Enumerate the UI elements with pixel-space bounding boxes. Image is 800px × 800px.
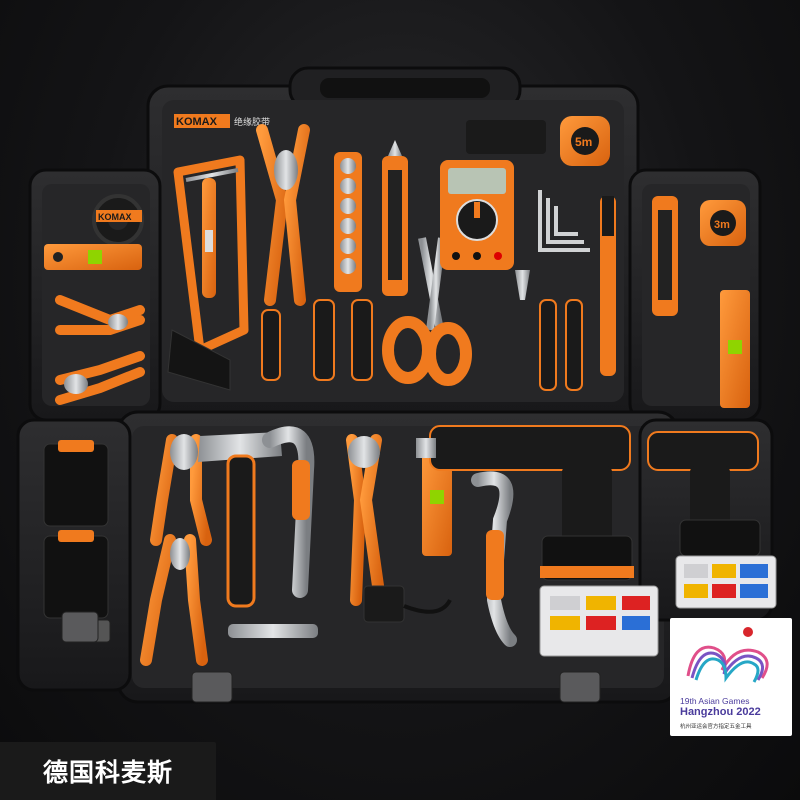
asian-games-city: Hangzhou 2022: [680, 706, 761, 718]
long-nose-pliers-lower: [140, 534, 208, 666]
tape-measure-main: 5m: [560, 116, 610, 166]
multimeter: [440, 160, 514, 270]
universal-wrench: [471, 471, 517, 647]
screwdriver-right: [539, 250, 583, 391]
utility-knife-upper: [382, 140, 408, 296]
drill-bits-right: [666, 300, 700, 400]
torpedo-level: [422, 446, 452, 556]
claw-hammer: [198, 432, 282, 608]
hacksaw: [167, 155, 249, 391]
asian-games-sponsor-text: 杭州亚运会官方指定五金工具: [680, 724, 752, 730]
brand-banner: 德国科麦斯: [0, 742, 216, 800]
wall-anchor-box-right: [675, 555, 777, 609]
bit-set: [466, 120, 546, 154]
cordless-drill-main: [416, 425, 634, 581]
water-pump-pliers: [346, 434, 386, 606]
adjustable-wrench: [262, 426, 315, 598]
electrical-tape: KOMAX: [92, 194, 144, 246]
tape-length-side-text: 3m: [714, 219, 730, 231]
battery-tray-left: [16, 418, 132, 692]
spirit-level-left: [44, 244, 142, 270]
charger-adapter: [363, 585, 452, 623]
lid-brand-label: KOMAX 绝缘胶带: [174, 114, 270, 128]
brand-text: KOMAX: [176, 116, 218, 128]
bit-holder-lower: [228, 624, 318, 638]
brand-banner-text: 德国科麦斯: [42, 758, 173, 787]
combination-pliers-left: [55, 351, 145, 405]
voltage-tester: [202, 178, 216, 298]
utility-knife-right: [652, 196, 678, 316]
wall-anchor-box-lower: [539, 585, 659, 657]
tape-length-main-text: 5m: [575, 135, 592, 149]
asian-games-badge: 19th Asian Games Hangzhou 2022 杭州亚运会官方指定…: [670, 618, 792, 736]
combination-pliers-lower: [150, 434, 212, 546]
asian-games-emblem-icon: [686, 627, 769, 683]
asian-games-title: 19th Asian Games: [680, 696, 750, 706]
tape-brand-text: KOMAX: [98, 212, 132, 222]
diagonal-pliers-upper: [256, 124, 310, 306]
long-nose-pliers-left: [55, 295, 145, 335]
ratchet-handle: [600, 196, 616, 376]
case-latches: [61, 611, 601, 703]
drill-bits: [488, 320, 532, 400]
spirit-level-right: [720, 290, 750, 408]
tape-measure-side: 3m: [700, 200, 746, 246]
socket-rail: [334, 152, 362, 292]
spade-bit-upper: [515, 270, 530, 380]
cordless-drill-secondary: [647, 431, 761, 557]
